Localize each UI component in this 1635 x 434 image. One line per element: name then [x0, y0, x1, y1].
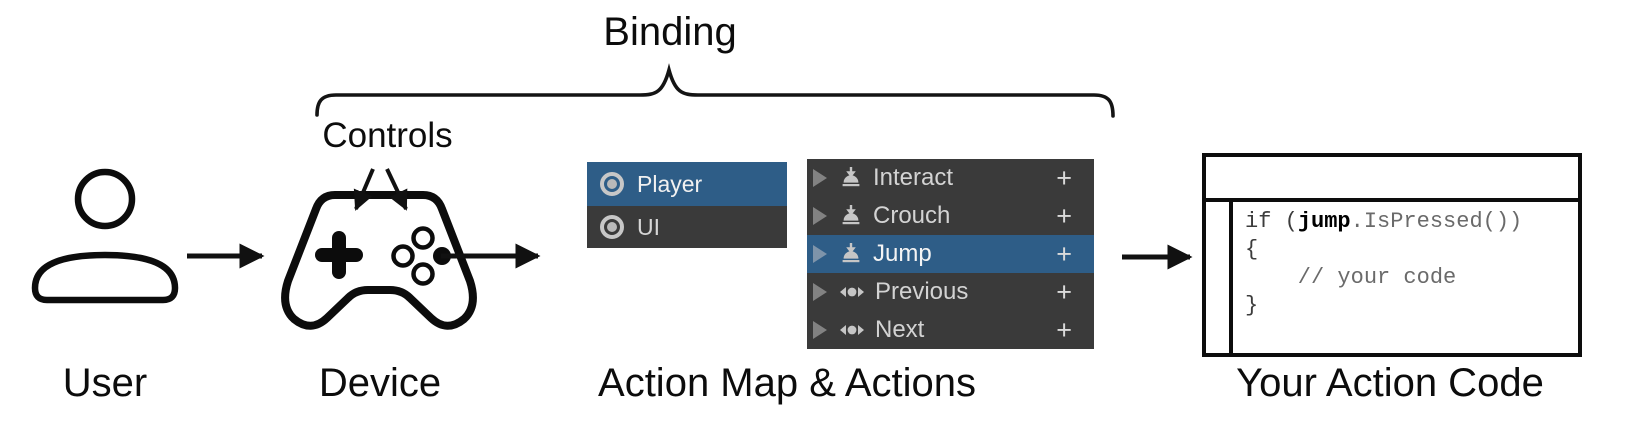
foldout-triangle-icon[interactable] — [813, 169, 827, 187]
add-binding-button[interactable]: + — [1056, 277, 1072, 307]
code-window-body: if (jump.IsPressed()) { // your code } — [1206, 202, 1578, 353]
action-map-panel: Player UI — [587, 162, 787, 248]
action-row-previous[interactable]: Previous + — [807, 273, 1094, 311]
button-action-icon — [842, 205, 860, 225]
button-action-icon — [842, 167, 860, 187]
foldout-triangle-icon[interactable] — [813, 283, 827, 301]
action-map-icon — [600, 215, 624, 239]
button-action-icon — [842, 243, 860, 263]
axis-action-icon — [840, 325, 864, 335]
add-binding-button[interactable]: + — [1056, 315, 1072, 345]
add-binding-button[interactable]: + — [1056, 163, 1072, 193]
foldout-triangle-icon[interactable] — [813, 207, 827, 225]
action-row-crouch[interactable]: Crouch + — [807, 197, 1094, 235]
action-map-row-player[interactable]: Player — [587, 162, 787, 206]
add-binding-button[interactable]: + — [1056, 201, 1072, 231]
controls-label: Controls — [322, 116, 453, 155]
face-button-right-icon — [433, 247, 451, 265]
action-label: Crouch — [873, 202, 951, 229]
action-map-row-ui[interactable]: UI — [587, 206, 787, 248]
dpad-icon — [332, 231, 346, 279]
user-label: User — [62, 361, 148, 405]
code-window: if (jump.IsPressed()) { // your code } — [1202, 153, 1582, 357]
gamepad-icon — [281, 191, 477, 330]
action-row-interact[interactable]: Interact + — [807, 159, 1094, 197]
your-action-code-label: Your Action Code — [1236, 361, 1544, 405]
action-label: Jump — [873, 240, 932, 267]
action-label: Interact — [873, 164, 954, 191]
action-row-next[interactable]: Next + — [807, 311, 1094, 349]
foldout-triangle-icon[interactable] — [813, 245, 827, 263]
code-snippet: if (jump.IsPressed()) { // your code } — [1245, 209, 1523, 318]
code-window-titlebar — [1206, 157, 1578, 202]
code-gutter — [1229, 202, 1233, 353]
actions-panel: Interact + Crouch + Jump + — [807, 159, 1094, 349]
action-map-icon — [600, 172, 624, 196]
action-map-actions-label: Action Map & Actions — [598, 361, 976, 405]
binding-label: Binding — [603, 10, 737, 54]
axis-action-icon — [840, 287, 864, 297]
action-row-jump[interactable]: Jump + — [807, 235, 1094, 273]
device-label: Device — [318, 361, 442, 405]
add-binding-button[interactable]: + — [1056, 239, 1072, 269]
face-button-bottom-icon — [411, 262, 435, 286]
face-button-left-icon — [391, 244, 415, 268]
user-icon — [31, 168, 179, 304]
face-button-top-icon — [411, 226, 435, 250]
action-map-label: UI — [637, 213, 660, 240]
action-label: Next — [875, 316, 925, 343]
action-label: Previous — [875, 278, 969, 305]
foldout-triangle-icon[interactable] — [813, 321, 827, 339]
action-map-label: Player — [637, 170, 703, 197]
binding-brace — [315, 63, 1115, 118]
